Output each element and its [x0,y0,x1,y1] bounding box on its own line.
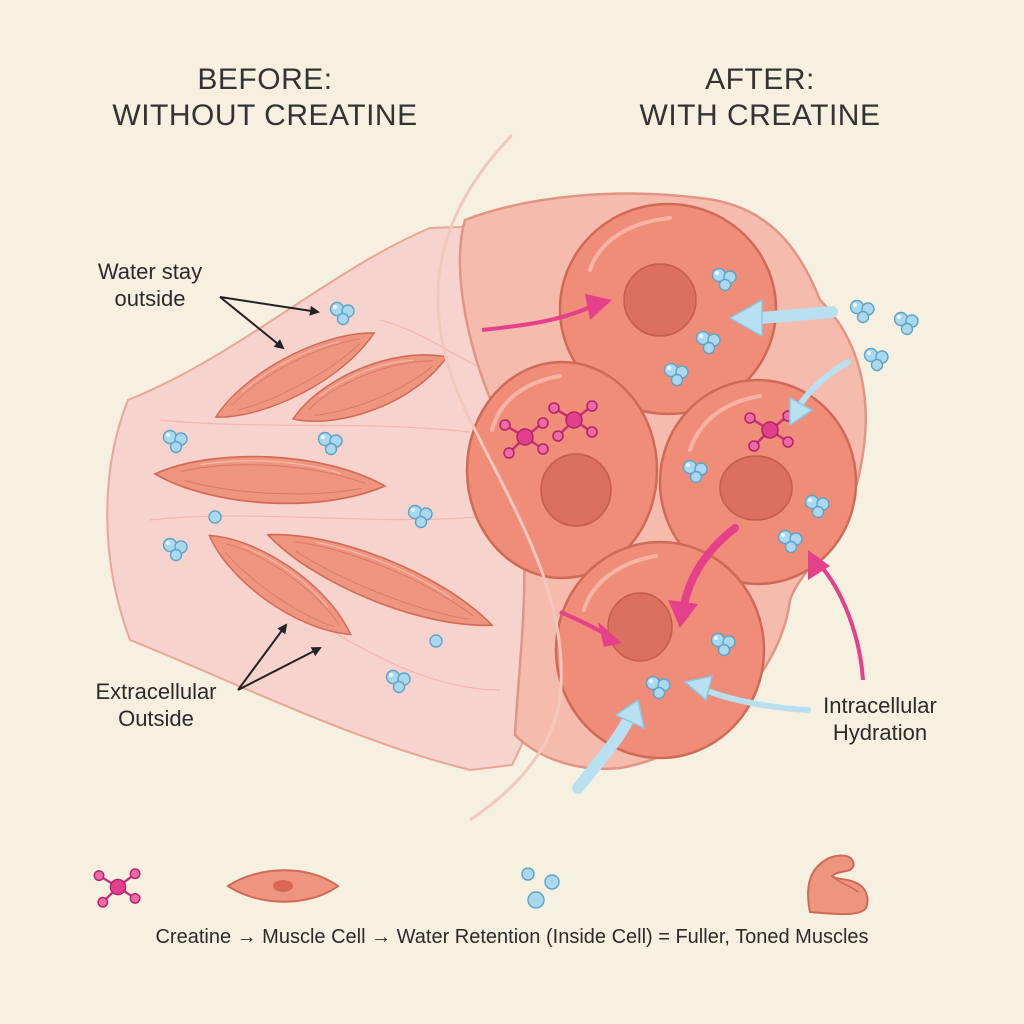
muscle-cell [465,360,659,580]
creatine-arrow [818,563,865,681]
water-arrow [754,306,838,324]
flexed-bicep-icon [807,854,869,916]
intracellular-label: Intracellular Hydration [800,692,960,746]
creatine-arrow [481,306,589,332]
after-title-line2: WITH CREATINE [639,99,881,132]
water-arrow [797,359,851,408]
water-arrow [572,714,634,794]
water-droplets-icon [521,867,560,909]
extracellular-label: Extracellular Outside [66,678,246,732]
intracellular-label-line1: Intracellular [823,693,937,718]
extracellular-label-line1: Extracellular [95,679,217,704]
muscle-cell [558,202,778,416]
water-molecule [863,347,889,372]
before-title-line2: WITHOUT CREATINE [112,99,418,132]
water-outside-label-line2: outside [114,286,186,311]
creatine-molecule-icon [93,867,142,909]
muscle-cell-icon [226,869,340,903]
water-molecule [893,311,919,336]
water-droplet [429,634,443,648]
before-after-divider [436,133,563,822]
water-outside-label: Water stay outside [70,258,230,312]
before-title-line1: BEFORE: [197,63,333,96]
legend-caption: Creatine → Muscle Cell → Water Retention… [155,926,869,948]
water-droplet [208,510,222,524]
before-title: BEFORE: WITHOUT CREATINE [60,62,470,134]
water-arrow [702,687,811,713]
pointer-arrow [237,647,322,691]
muscle-cell [554,540,766,760]
muscle-cell [658,378,858,586]
after-tissue [436,133,919,822]
intracellular-label-line2: Hydration [832,720,928,745]
water-outside-label-line1: Water stay [97,259,203,284]
pointer-arrow [237,623,288,691]
after-title-line1: AFTER: [705,63,815,96]
extracellular-label-line2: Outside [118,706,194,731]
water-molecule [849,299,875,324]
pointer-arrow [219,296,320,316]
after-title: AFTER: WITH CREATINE [560,62,960,134]
creatine-arrow [680,524,739,609]
legend-icons [93,854,869,916]
pointer-arrow [219,296,285,350]
